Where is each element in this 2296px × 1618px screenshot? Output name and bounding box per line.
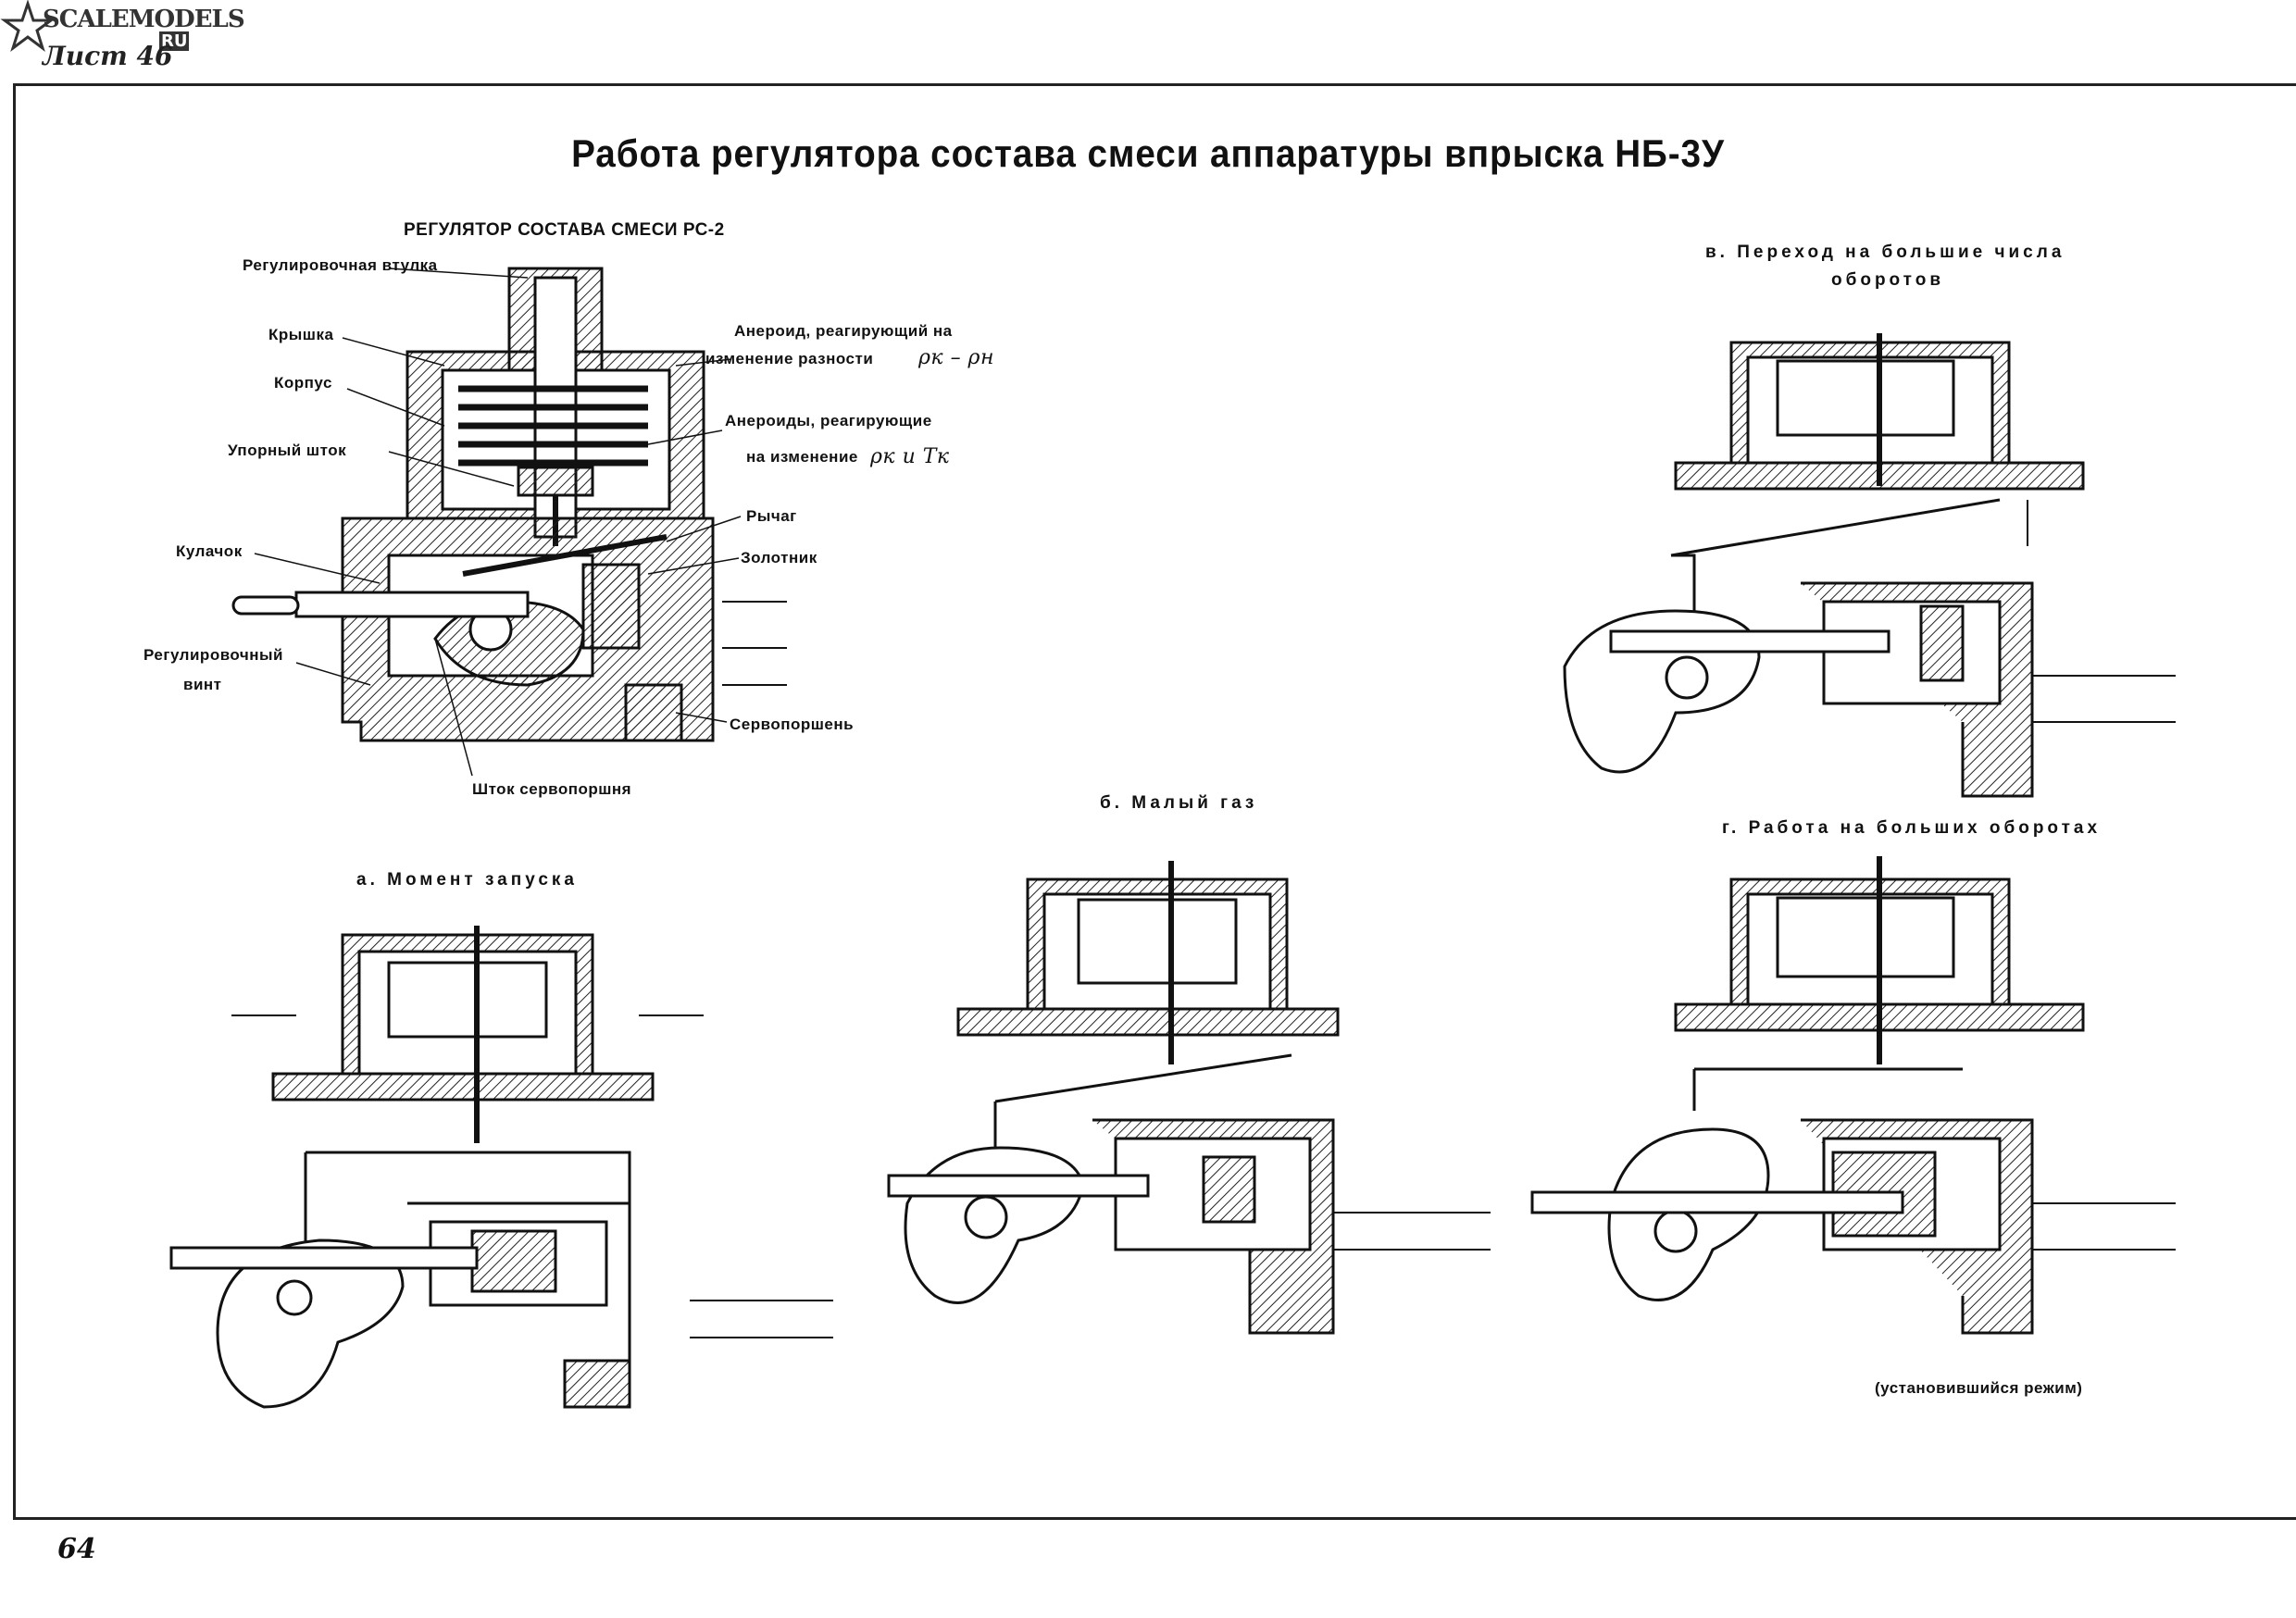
label-cam: Кулачок bbox=[176, 542, 243, 560]
subdiagram-g-drawing bbox=[1530, 856, 2176, 1335]
label-aneroid-formula: ρк – ρн bbox=[918, 346, 994, 369]
label-lever: Рычаг bbox=[746, 507, 797, 525]
caption-g: г. Работа на больших оборотах bbox=[1722, 818, 2102, 838]
caption-a: а. Момент запуска bbox=[356, 870, 578, 890]
label-adj-screw-2: винт bbox=[183, 676, 222, 693]
subdiagram-v-drawing bbox=[1563, 333, 2176, 798]
label-servo-rod: Шток сервопоршня bbox=[472, 780, 632, 798]
sheet-number: Лист 46 bbox=[43, 41, 173, 71]
label-sleeve: Регулировочная втулка bbox=[243, 256, 438, 274]
label-aneroid-2: изменение разности bbox=[705, 350, 874, 367]
logo: SCALEMODELS RU bbox=[0, 0, 245, 65]
subdiagram-b-drawing bbox=[887, 861, 1491, 1335]
caption-b: б. Малый газ bbox=[1100, 793, 1258, 813]
page-number: 64 bbox=[57, 1533, 96, 1565]
label-aneroid-1: Анероид, реагирующий на bbox=[734, 322, 953, 340]
page-frame bbox=[13, 83, 2296, 1520]
logo-text: SCALEMODELS bbox=[43, 6, 245, 33]
label-aneroids-1: Анероиды, реагирующие bbox=[725, 412, 932, 429]
label-spool: Золотник bbox=[741, 549, 817, 566]
main-regulator-drawing bbox=[231, 267, 787, 742]
page-title: Работа регулятора состава смеси аппарату… bbox=[571, 131, 1725, 175]
label-stop-rod: Упорный шток bbox=[228, 442, 347, 459]
subdiagram-a-drawing bbox=[169, 926, 833, 1409]
caption-g-note: (установившийся режим) bbox=[1875, 1379, 2083, 1397]
label-adj-screw-1: Регулировочный bbox=[144, 646, 283, 664]
main-heading: РЕГУЛЯТОР СОСТАВА СМЕСИ РС-2 bbox=[404, 220, 725, 240]
label-servo-piston: Сервопоршень bbox=[730, 716, 855, 733]
label-body: Корпус bbox=[274, 374, 332, 392]
label-cover: Крышка bbox=[268, 326, 334, 343]
caption-v-2: оборотов bbox=[1831, 270, 1945, 290]
label-aneroids-formula: ρк и Tк bbox=[870, 445, 950, 468]
star-logo-icon bbox=[0, 0, 56, 53]
main-leader-lines bbox=[254, 268, 742, 777]
label-aneroids-2: на изменение bbox=[746, 448, 858, 466]
logo-suffix: RU bbox=[159, 31, 190, 51]
caption-v: в. Переход на большие числа bbox=[1705, 243, 2065, 262]
